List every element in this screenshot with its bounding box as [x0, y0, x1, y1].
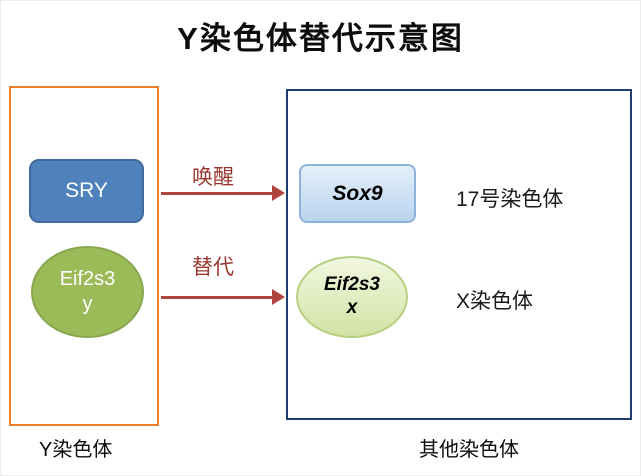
- replace-arrow-label: 替代: [192, 256, 234, 279]
- replace-arrow-shaft: [161, 295, 273, 299]
- awaken-arrow-head-icon: [272, 185, 285, 201]
- awaken-arrow: [161, 185, 285, 201]
- chromosome-x-annotation: X染色体: [456, 290, 534, 313]
- awaken-arrow-shaft: [161, 191, 273, 195]
- eif2s3y-node-label-line1: Eif2s3: [59, 268, 116, 290]
- eif2s3x-node-label-line1: Eif2s3: [324, 274, 380, 296]
- other-chromosomes-group-box: [286, 89, 632, 420]
- chromosome-17-annotation: 17号染色体: [456, 188, 564, 211]
- awaken-arrow-label: 唤醒: [192, 166, 234, 189]
- replace-arrow-head-icon: [272, 289, 285, 305]
- eif2s3x-node: Eif2s3 x: [296, 256, 408, 338]
- eif2s3y-node: Eif2s3 y: [31, 246, 144, 338]
- eif2s3x-node-label-line2: x: [346, 297, 358, 318]
- replace-arrow: [161, 289, 285, 305]
- sry-node: SRY: [29, 159, 144, 223]
- sox9-node-label: Sox9: [332, 181, 383, 205]
- diagram-title: Y染色体替代示意图: [177, 21, 464, 56]
- sox9-node: Sox9: [299, 164, 416, 223]
- y-chromosome-caption: Y染色体: [39, 439, 113, 461]
- eif2s3y-node-label-line2: y: [82, 293, 93, 315]
- other-chromosomes-caption: 其他染色体: [419, 439, 519, 461]
- sry-node-label: SRY: [65, 179, 108, 202]
